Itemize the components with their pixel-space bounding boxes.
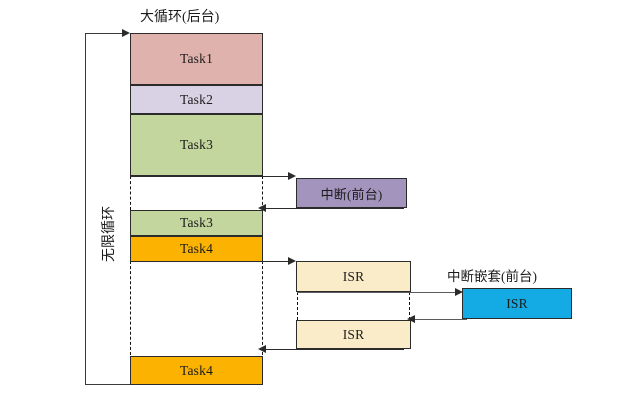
column-right-dash-1 <box>262 176 263 210</box>
task-block-task3-resumed[interactable]: Task3 <box>130 210 263 236</box>
main-loop-title: 大循环(后台) <box>140 10 220 25</box>
loop-top-segment <box>85 33 125 35</box>
nested-interrupt-title: 中断嵌套(前台) <box>447 269 537 284</box>
task-block-task1[interactable]: Task1 <box>130 33 263 85</box>
column-left-dash-1 <box>130 176 131 210</box>
task-block-task4-first[interactable]: Task4 <box>130 236 263 262</box>
isr-return-line <box>262 349 404 351</box>
isr-box-second[interactable]: ISR <box>296 320 411 349</box>
nested-enter-line <box>297 292 461 294</box>
interrupt-box[interactable]: 中断(前台) <box>296 178 407 208</box>
loop-bottom-segment <box>85 384 130 386</box>
interrupt-enter-arrowhead-icon <box>288 172 296 180</box>
isr-enter-line <box>130 261 292 263</box>
column-right-dash-2 <box>262 256 263 360</box>
nested-return-arrowhead-icon <box>407 315 415 323</box>
isr-enter-arrowhead-icon <box>288 257 296 265</box>
interrupt-enter-line <box>130 176 292 178</box>
task-block-task2[interactable]: Task2 <box>130 85 263 114</box>
isr-box-nested[interactable]: ISR <box>462 288 572 319</box>
task-block-task4-resumed[interactable]: Task4 <box>130 356 263 385</box>
interrupt-return-arrowhead-icon <box>258 204 266 212</box>
nested-enter-arrowhead-icon <box>455 288 463 296</box>
isr-right-dash <box>409 292 410 320</box>
loop-arrowhead-icon <box>122 28 130 37</box>
isr-box-first[interactable]: ISR <box>296 261 411 292</box>
infinite-loop-label: 无限循环 <box>102 206 117 262</box>
nested-return-line <box>411 319 467 321</box>
loop-left-segment <box>85 33 87 385</box>
isr-return-arrowhead-icon <box>258 345 266 353</box>
interrupt-return-line <box>262 208 404 210</box>
task-block-task3-first[interactable]: Task3 <box>130 114 263 176</box>
isr-left-dash <box>297 292 298 320</box>
column-left-dash-2 <box>130 256 131 360</box>
